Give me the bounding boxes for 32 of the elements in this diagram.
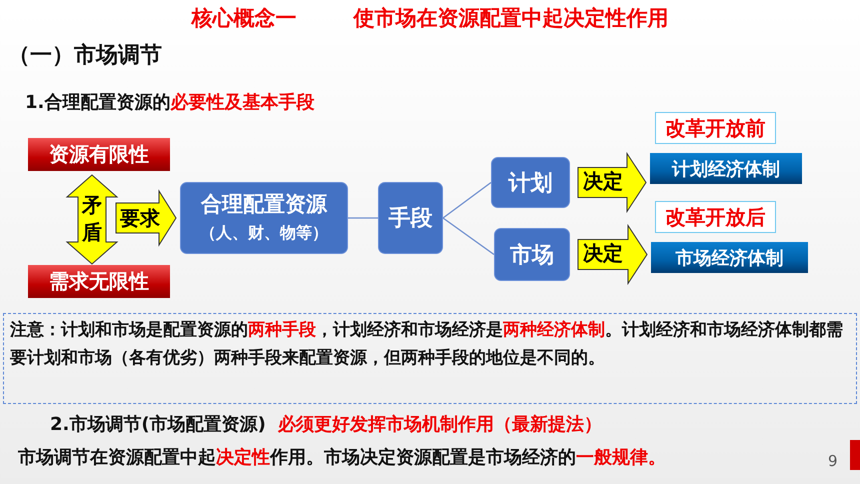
banner-label: 需求无限性 — [28, 265, 170, 298]
banner-label: 资源有限性 — [28, 138, 170, 171]
connector-line — [442, 217, 494, 256]
edge-label: 决定 — [582, 240, 624, 266]
connector-line — [348, 217, 378, 219]
result-box: 计划经济体制 — [650, 153, 802, 184]
subheading-highlight: 必要性及基本手段 — [170, 92, 314, 113]
subheading: 2.市场调节(市场配置资源) — [50, 414, 266, 435]
double-arrow — [66, 174, 118, 265]
block-arrow — [578, 152, 647, 214]
process-box: 计划 — [491, 157, 570, 208]
node-subtitle: （人、财、物等） — [200, 222, 328, 244]
note-box: 注意：计划和市场是配置资源的两种手段，计划经济和市场经济是两种经济体制。计划经济和市场经济体制都需要计划和市场（各有优劣）两种手段来配置资源，但两种手段的地位是不同的。 — [3, 313, 857, 404]
connector-line — [442, 182, 492, 219]
page-number: 9 — [828, 452, 838, 470]
block-arrow — [578, 224, 648, 286]
section-heading: （一）市场调节 — [8, 42, 162, 70]
process-box: 手段 — [378, 182, 443, 254]
result-box: 市场经济体制 — [651, 242, 808, 273]
node-title: 合理配置资源 — [201, 191, 327, 218]
block-arrow — [116, 189, 177, 247]
tag-box: 改革开放后 — [655, 201, 776, 233]
edge-label: 决定 — [582, 168, 624, 194]
subheading-highlight: 必须更好发挥市场机制作用（最新提法） — [278, 414, 602, 435]
summary-text: 市场调节在资源配置中起决定性作用。市场决定资源配置是市场经济的一般规律。 — [18, 446, 666, 469]
edge-label: 要求 — [119, 205, 161, 231]
title: 核心概念一 使市场在资源配置中起决定性作用 — [190, 5, 670, 32]
process-box — [180, 182, 348, 254]
subheading: 1.合理配置资源的 — [25, 92, 170, 113]
tag-box: 改革开放前 — [655, 112, 776, 144]
edge-label: 矛盾 — [80, 192, 103, 246]
process-box: 市场 — [494, 228, 570, 281]
